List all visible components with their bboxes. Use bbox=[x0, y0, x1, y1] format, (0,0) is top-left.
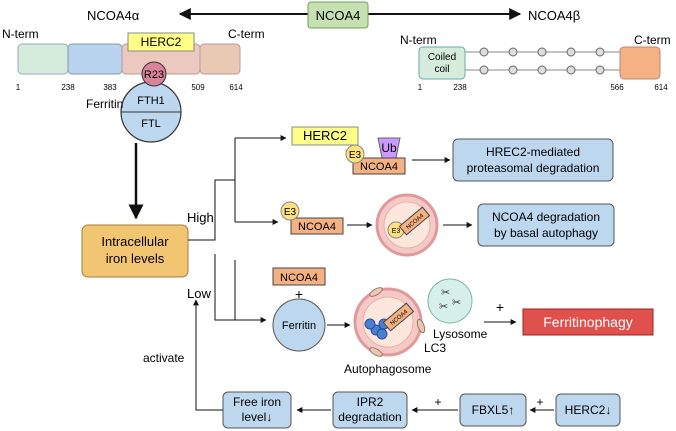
herc2-domain-box bbox=[127, 32, 195, 52]
high-label: High bbox=[187, 210, 214, 225]
activate-label: activate bbox=[143, 351, 185, 365]
ncoa4-basal-box bbox=[290, 217, 344, 235]
fbxl5-label: FBXL5↑ bbox=[472, 403, 515, 417]
herc2-branch: HERC2 Ub NCOA4 E3 HREC2-mediated proteas… bbox=[291, 126, 614, 182]
ncoa4-low-label: NCOA4 bbox=[280, 272, 318, 284]
ferritinophagy-label: Ferritinophagy bbox=[543, 314, 633, 330]
e3-circle-2 bbox=[280, 201, 300, 221]
plus-sign-low: + bbox=[295, 286, 303, 302]
bottom-cycle: HERC2↓ + FBXL5↑ + IPR2 degradation Free … bbox=[143, 299, 621, 429]
herc2-down-box bbox=[555, 393, 621, 427]
free-iron-line2: level↓ bbox=[242, 410, 273, 424]
scissors-icon: ✂ bbox=[441, 287, 450, 299]
ferritinophagy-box bbox=[522, 308, 654, 336]
fbxl5-box bbox=[459, 393, 527, 427]
free-iron-line1: Free iron bbox=[233, 395, 281, 409]
scissors-icon-2: ✂ bbox=[452, 297, 461, 309]
ncoa4-ub-label: NCOA4 bbox=[360, 161, 398, 173]
basal-degradation-box bbox=[477, 203, 615, 247]
basal-branch: NCOA4 E3 E3 NCOA4 NCOA4 degradation by b… bbox=[280, 193, 615, 257]
activate-arrow bbox=[193, 299, 223, 411]
alpha-domain-1 bbox=[17, 43, 69, 75]
alpha-pos-614: 614 bbox=[229, 83, 243, 92]
basal-line1: NCOA4 degradation bbox=[492, 210, 600, 224]
e3-circle-1 bbox=[345, 144, 365, 164]
iron-levels-box bbox=[81, 224, 189, 278]
ncoa4-low-box bbox=[272, 267, 326, 286]
plus-sign-2: + bbox=[434, 395, 441, 409]
ncoa4-basal-label: NCOA4 bbox=[298, 221, 336, 233]
header: NCOA4 NCOA4α NCOA4β bbox=[87, 1, 580, 29]
beta-c-term: C-term bbox=[634, 33, 671, 47]
alpha-domain-2 bbox=[67, 43, 123, 75]
iron-levels-line2: iron levels bbox=[106, 251, 165, 266]
scissors-icon-3: ✂ bbox=[439, 301, 448, 313]
coiled-coil-box bbox=[418, 46, 466, 80]
beta-pos-614: 614 bbox=[654, 83, 668, 92]
ipr2-line1: IPR2 bbox=[357, 395, 384, 409]
branch-lines bbox=[188, 135, 287, 323]
beta-pos-566: 566 bbox=[610, 83, 624, 92]
alpha-pos-238: 238 bbox=[61, 83, 75, 92]
iron-levels: Intracellular iron levels bbox=[81, 224, 189, 278]
plus-sign-ferritinophagy: + bbox=[496, 299, 504, 315]
alpha-pos-1: 1 bbox=[16, 83, 21, 92]
alpha-pos-509: 509 bbox=[191, 83, 205, 92]
beta-pos-238: 238 bbox=[453, 83, 467, 92]
beta-c-domain bbox=[619, 46, 661, 80]
ferritin-low-circle bbox=[272, 298, 326, 352]
iron-levels-line1: Intracellular bbox=[101, 234, 169, 249]
herc2-domain-label: HERC2 bbox=[141, 35, 182, 49]
lc3-markers bbox=[369, 287, 426, 357]
low-label: Low bbox=[187, 286, 211, 301]
ipr2-line2: degradation bbox=[338, 410, 401, 424]
ncoa4-autophagosome-box bbox=[382, 302, 415, 332]
coiled-coil-line1: Coiled bbox=[428, 52, 456, 63]
proteasomal-box bbox=[452, 138, 614, 182]
ncoa4-in-autophagosome bbox=[398, 206, 431, 236]
basal-line2: by basal autophagy bbox=[494, 226, 598, 240]
ncoa4-alpha-label: NCOA4α bbox=[87, 8, 140, 23]
ub-label: Ub bbox=[381, 141, 397, 155]
plus-sign-1: + bbox=[536, 395, 543, 409]
e3-label-3: E3 bbox=[392, 228, 401, 235]
lysosome-circle bbox=[427, 278, 473, 324]
r23-label: R23 bbox=[144, 69, 164, 81]
beta-linker-dots bbox=[479, 47, 605, 75]
ferritin-label: Ferritin bbox=[86, 97, 123, 111]
ncoa4-beta-diagram: N-term C-term Coiled coil 1 238 566 614 bbox=[400, 33, 671, 92]
ftl-label: FTL bbox=[141, 118, 161, 130]
herc2-down-label: HERC2↓ bbox=[565, 403, 612, 417]
alpha-domain-4 bbox=[199, 43, 241, 75]
lc3-label: LC3 bbox=[424, 341, 446, 355]
ferritin-low-label: Ferritin bbox=[282, 320, 316, 332]
r23-circle bbox=[141, 61, 167, 87]
beta-pos-1: 1 bbox=[418, 83, 423, 92]
coiled-coil-line2: coil bbox=[434, 64, 449, 75]
fth1-label: FTH1 bbox=[137, 95, 165, 107]
lysosome-label: Lysosome bbox=[433, 327, 488, 341]
alpha-pos-383: 383 bbox=[103, 83, 117, 92]
autophagosome-label: Autophagosome bbox=[344, 362, 432, 376]
e3-label-1: E3 bbox=[349, 150, 362, 161]
herc2-box bbox=[291, 126, 359, 146]
e3-label-2: E3 bbox=[284, 207, 297, 218]
alpha-n-term: N-term bbox=[2, 27, 39, 41]
ncoa4-header-box bbox=[307, 1, 369, 29]
ncoa4-alpha-diagram: N-term C-term HERC2 1 238 383 509 614 FT… bbox=[2, 27, 265, 143]
proteasomal-line2: proteasomal degradation bbox=[467, 161, 600, 175]
alpha-c-term: C-term bbox=[228, 27, 265, 41]
ncoa4-ub-box bbox=[352, 157, 406, 175]
proteasomal-line1: HREC2-mediated bbox=[486, 145, 580, 159]
ferritinophagy-branch: NCOA4 + Ferritin NCOA4 Autophagosome LC3… bbox=[272, 267, 654, 376]
ncoa4-header-label: NCOA4 bbox=[316, 8, 361, 23]
herc2-label: HERC2 bbox=[303, 128, 347, 143]
ncoa4-beta-label: NCOA4β bbox=[528, 8, 580, 23]
beta-n-term: N-term bbox=[400, 33, 437, 47]
ipr2-box bbox=[332, 391, 408, 429]
